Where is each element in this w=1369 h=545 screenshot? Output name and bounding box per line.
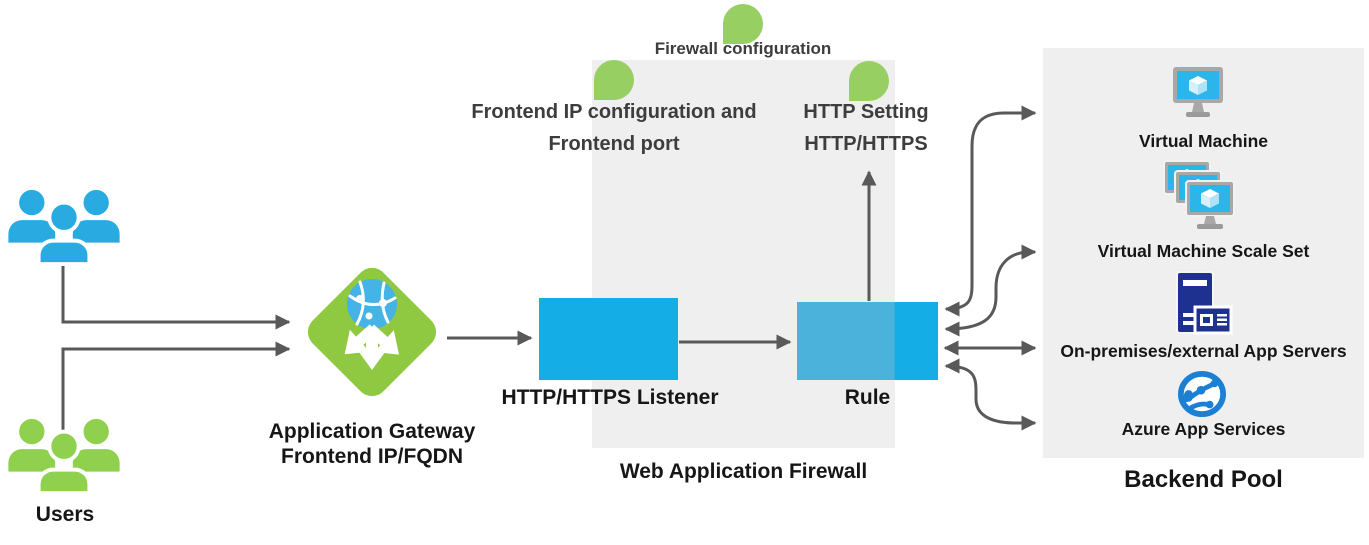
azure-app-services-icon: [1177, 370, 1227, 418]
users-blue-icon: [5, 186, 123, 266]
gateway-arrows-icon: [344, 324, 400, 370]
virtual-machine-icon: [1172, 66, 1224, 122]
users-green-icon: [5, 415, 123, 495]
globe-icon: [347, 279, 397, 329]
frontend-configuration-label: Frontend IP configuration and Frontend p…: [471, 101, 757, 155]
arrow-rule-to-vmss: [944, 244, 1037, 337]
rule-box: [797, 302, 938, 380]
arrow-users-green-to-gateway: [61, 341, 291, 433]
backend-pool-label: Backend Pool: [1124, 466, 1283, 493]
firewall-configuration-label: Firewall configuration: [654, 39, 832, 58]
waf-panel: [592, 60, 895, 448]
azure-app-services-label: Azure App Services: [1121, 419, 1286, 439]
application-gateway-icon: [300, 258, 444, 406]
waf-label: Web Application Firewall: [619, 460, 868, 483]
virtual-machine-label: Virtual Machine: [1138, 131, 1269, 151]
on-premises-label: On-premises/external App Servers: [1060, 341, 1347, 361]
arrow-users-blue-to-gateway: [61, 264, 291, 330]
app-server-icon: [1171, 271, 1233, 339]
application-gateway-label: Application Gateway Frontend IP/FQDN: [268, 420, 476, 468]
rule-label: Rule: [844, 386, 891, 409]
http-setting-label: HTTP Setting HTTP/HTTPS: [803, 101, 929, 155]
firewall-config-marker-icon: [723, 4, 763, 44]
vm-scale-set-label: Virtual Machine Scale Set: [1097, 241, 1310, 261]
users-label: Users: [35, 503, 95, 526]
http-listener-box: [539, 298, 678, 380]
http-listener-label: HTTP/HTTPS Listener: [501, 386, 719, 409]
frontend-config-marker-icon: [594, 60, 634, 100]
http-setting-marker-icon: [849, 61, 889, 101]
vm-scale-set-icon: [1163, 160, 1235, 238]
arrow-rule-to-appservices: [944, 358, 1037, 431]
